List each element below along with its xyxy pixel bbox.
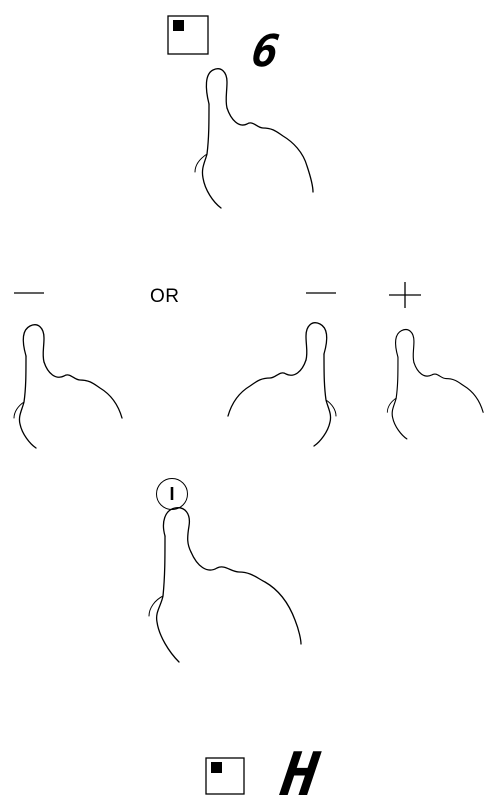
zone-display-letter: H: [278, 745, 323, 805]
plus-key-label[interactable]: +: [388, 281, 422, 309]
pointing-finger-icon: [382, 318, 489, 448]
pointing-finger-icon: [143, 500, 313, 670]
minus-key-right-label[interactable]: —: [305, 286, 337, 300]
pointing-finger-icon: [8, 320, 132, 450]
pointing-finger-icon: [218, 318, 342, 448]
zone-select-key-icon[interactable]: [167, 15, 213, 59]
pointing-finger-icon: [183, 62, 323, 212]
minus-key-left-label[interactable]: —: [13, 286, 45, 300]
zone-select-key-icon[interactable]: [205, 757, 247, 797]
or-label: OR: [150, 287, 180, 306]
